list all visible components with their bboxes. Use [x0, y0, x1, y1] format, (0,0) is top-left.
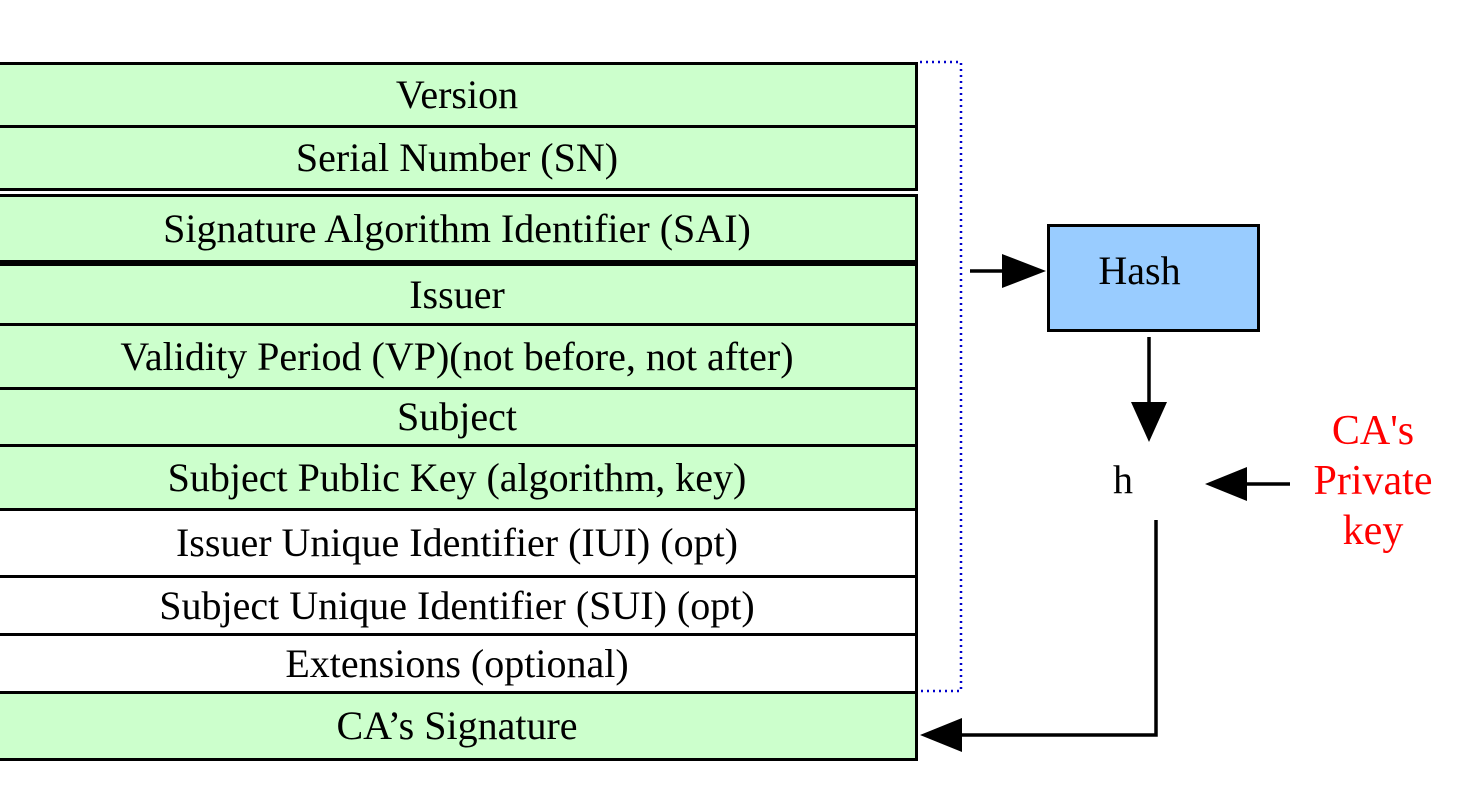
- certificate-field-version: Version: [0, 62, 918, 128]
- field-label: Subject: [397, 394, 517, 439]
- hash-label: Hash: [1098, 247, 1181, 293]
- certificate-field-validity-period: Validity Period (VP)(not before, not aft…: [0, 323, 918, 390]
- private-key-line-1: CA's: [1331, 408, 1415, 454]
- field-label: Issuer Unique Identifier (IUI) (opt): [175, 520, 738, 565]
- field-label: Subject Public Key (algorithm, key): [167, 454, 747, 500]
- private-key-arrow: [1205, 467, 1290, 501]
- field-label: Signature Algorithm Identifier (SAI): [163, 205, 751, 251]
- hash-output-label: h: [1113, 457, 1133, 502]
- signature-return-arrow: [920, 520, 1158, 752]
- certificate-field-extensions: Extensions (optional): [0, 633, 918, 694]
- private-key-label: CA's Private key: [1298, 406, 1448, 556]
- field-label: CA’s Signature: [336, 703, 578, 748]
- hash-box: Hash: [1047, 224, 1260, 332]
- field-label: Extensions (optional): [285, 640, 629, 686]
- hash-to-h-arrow: [1131, 337, 1167, 442]
- field-label: Issuer: [409, 271, 505, 317]
- private-key-line-3: key: [1342, 508, 1404, 554]
- certificate-field-issuer-unique-id: Issuer Unique Identifier (IUI) (opt): [0, 508, 918, 578]
- bracket-to-hash-arrow: [970, 254, 1046, 288]
- field-label: Version: [395, 72, 519, 117]
- private-key-line-2: Private: [1313, 458, 1433, 504]
- field-label: Validity Period (VP)(not before, not aft…: [120, 333, 794, 379]
- certificate-field-serial-number: Serial Number (SN): [0, 125, 918, 191]
- certificate-field-ca-signature: CA’s Signature: [0, 691, 918, 761]
- field-label: Serial Number (SN): [295, 135, 619, 180]
- certificate-field-signature-algorithm: Signature Algorithm Identifier (SAI): [0, 194, 918, 263]
- field-label: Subject Unique Identifier (SUI) (opt): [159, 582, 755, 628]
- signed-fields-bracket: [920, 60, 963, 693]
